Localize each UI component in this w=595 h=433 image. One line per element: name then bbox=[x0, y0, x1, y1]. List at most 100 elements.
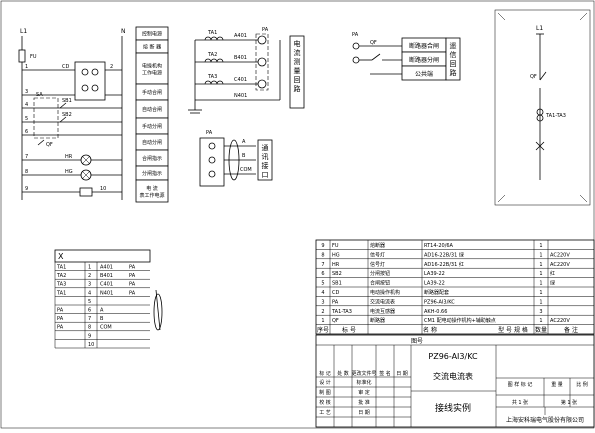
strip-cell: C401 bbox=[100, 282, 113, 288]
function-box-label: 自动合闸 bbox=[142, 106, 162, 113]
pa-meter-frame bbox=[255, 33, 269, 91]
cd-operator-box bbox=[74, 61, 106, 101]
tb-sheets-total: 共 1 张 bbox=[512, 399, 528, 406]
function-box-label: 工作电源 bbox=[142, 70, 162, 77]
bom-cell: AC220V bbox=[550, 252, 570, 258]
node-number: 1 bbox=[25, 64, 28, 70]
bom-cell: CM1 配电动操作机构+辅助触点 bbox=[424, 317, 496, 324]
comm-title-box bbox=[257, 139, 273, 181]
bom-cell: FU bbox=[332, 243, 339, 249]
phase-label: C401 bbox=[234, 77, 247, 83]
bom-cell: LA39-22 bbox=[424, 271, 445, 277]
bom-cell: 电流互感器 bbox=[370, 308, 395, 315]
strip-cell: TA1 bbox=[56, 290, 66, 296]
fu-label: FU bbox=[30, 54, 37, 60]
bom-cell: 1 bbox=[539, 290, 542, 296]
tb-right-header: 重 量 bbox=[551, 381, 563, 388]
bom-cell: TA1-TA3 bbox=[331, 309, 352, 315]
function-box-label: 手动分闸 bbox=[142, 123, 162, 130]
bom-cell: 1 bbox=[539, 281, 542, 287]
node-number: 9 bbox=[25, 186, 28, 192]
bom-cell: 绿 bbox=[550, 280, 555, 287]
phase-label: B401 bbox=[234, 55, 247, 61]
current-measure-circuit: TA1 TA2 TA3 A401 B401 C401 N401 PA 电流测量回… bbox=[188, 27, 305, 114]
comm-term-a: A bbox=[242, 139, 246, 145]
function-box-label: 控制电源 bbox=[142, 31, 162, 38]
bom-cell: HR bbox=[332, 262, 340, 268]
tb-left-cell: 工 艺 bbox=[319, 410, 331, 416]
ta1-label: TA1 bbox=[207, 30, 217, 36]
strip-cell: A401 bbox=[100, 265, 113, 271]
bom-cell: 合闸按钮 bbox=[370, 280, 390, 287]
qf-label: QF bbox=[46, 142, 53, 148]
sb1-contact bbox=[59, 102, 67, 109]
bom-cell: 3 bbox=[539, 309, 542, 315]
bom-cell: 1 bbox=[539, 318, 542, 324]
strip-cell: N401 bbox=[100, 290, 113, 296]
bom-cell: PA bbox=[332, 299, 339, 305]
rs-title: 遥信回路 bbox=[450, 41, 457, 77]
tb-right-header: 比 例 bbox=[576, 381, 588, 388]
bom-header: 备 注 bbox=[564, 326, 578, 334]
hg-label: HG bbox=[65, 169, 73, 175]
ta3-coil bbox=[204, 80, 224, 85]
bom-cell: QF bbox=[332, 318, 339, 324]
sb1-label: SB1 bbox=[62, 98, 72, 104]
rs-title-box bbox=[445, 37, 461, 81]
strip-cell: 6 bbox=[88, 308, 91, 314]
function-box-label: 表工作电源 bbox=[139, 192, 164, 199]
rs-row-close: 断路器合闸 bbox=[409, 42, 439, 50]
function-box-label: 电操机构 bbox=[142, 63, 162, 70]
strip-cell: 4 bbox=[88, 290, 91, 296]
bom-cell: 2 bbox=[321, 309, 324, 315]
strip-cell: 3 bbox=[88, 282, 91, 288]
bom-cell: 熔断器 bbox=[370, 242, 385, 249]
sb2-contact bbox=[59, 116, 67, 123]
tb-left-cell: 校 核 bbox=[319, 399, 331, 406]
strip-cell: TA3 bbox=[56, 282, 66, 288]
phase-label: A401 bbox=[234, 33, 247, 39]
bom-cell: 7 bbox=[321, 262, 324, 268]
strip-cell: A bbox=[100, 308, 104, 314]
tb-left-header: 标 记 bbox=[319, 370, 331, 377]
rs-qf-label: QF bbox=[370, 40, 377, 46]
bom-cell: 6 bbox=[321, 271, 324, 277]
bom-header: 标 号 bbox=[342, 326, 356, 334]
hr-label: HR bbox=[65, 154, 73, 160]
tb-left-header: 处 数 bbox=[337, 370, 349, 377]
bom-cell: 8 bbox=[321, 252, 324, 258]
tb-left-header: 日 期 bbox=[396, 371, 408, 377]
function-box-label: 分闸指示 bbox=[142, 170, 162, 177]
strip-cell: B401 bbox=[100, 273, 113, 279]
strip-cable bbox=[153, 289, 163, 331]
comm-title: 通讯接口 bbox=[262, 143, 269, 179]
bom-cell: 断路器配套 bbox=[424, 289, 449, 296]
qf-aux-contact bbox=[371, 53, 381, 61]
strip-cell: 5 bbox=[88, 299, 91, 305]
bom-header: 数量 bbox=[535, 326, 547, 334]
pa-label: PA bbox=[262, 27, 269, 33]
strip-cell: 9 bbox=[88, 333, 91, 339]
current-measure-title-box bbox=[289, 35, 305, 109]
bom-cell: 分闸按钮 bbox=[370, 270, 390, 277]
bom-cell: 1 bbox=[539, 271, 542, 277]
bom-cell: 断路器 bbox=[370, 317, 385, 324]
comm-term-com: COM bbox=[240, 167, 252, 173]
bom-cell: 3 bbox=[321, 299, 324, 305]
ta3-label: TA3 bbox=[207, 74, 217, 80]
bom-cell: 4 bbox=[321, 290, 324, 296]
tb-left-cell: 制 图 bbox=[319, 389, 331, 396]
l1-label: L1 bbox=[20, 28, 27, 35]
bom-cell: AKH-0.66 bbox=[424, 309, 447, 315]
strip-cell: 10 bbox=[88, 342, 94, 348]
tb-drawing-title: 接线实例 bbox=[435, 402, 471, 414]
tb-model: PZ96-AI3/KC bbox=[428, 352, 478, 361]
n-label: N bbox=[121, 28, 126, 35]
tb-left-cell: 标准化 bbox=[356, 379, 371, 386]
